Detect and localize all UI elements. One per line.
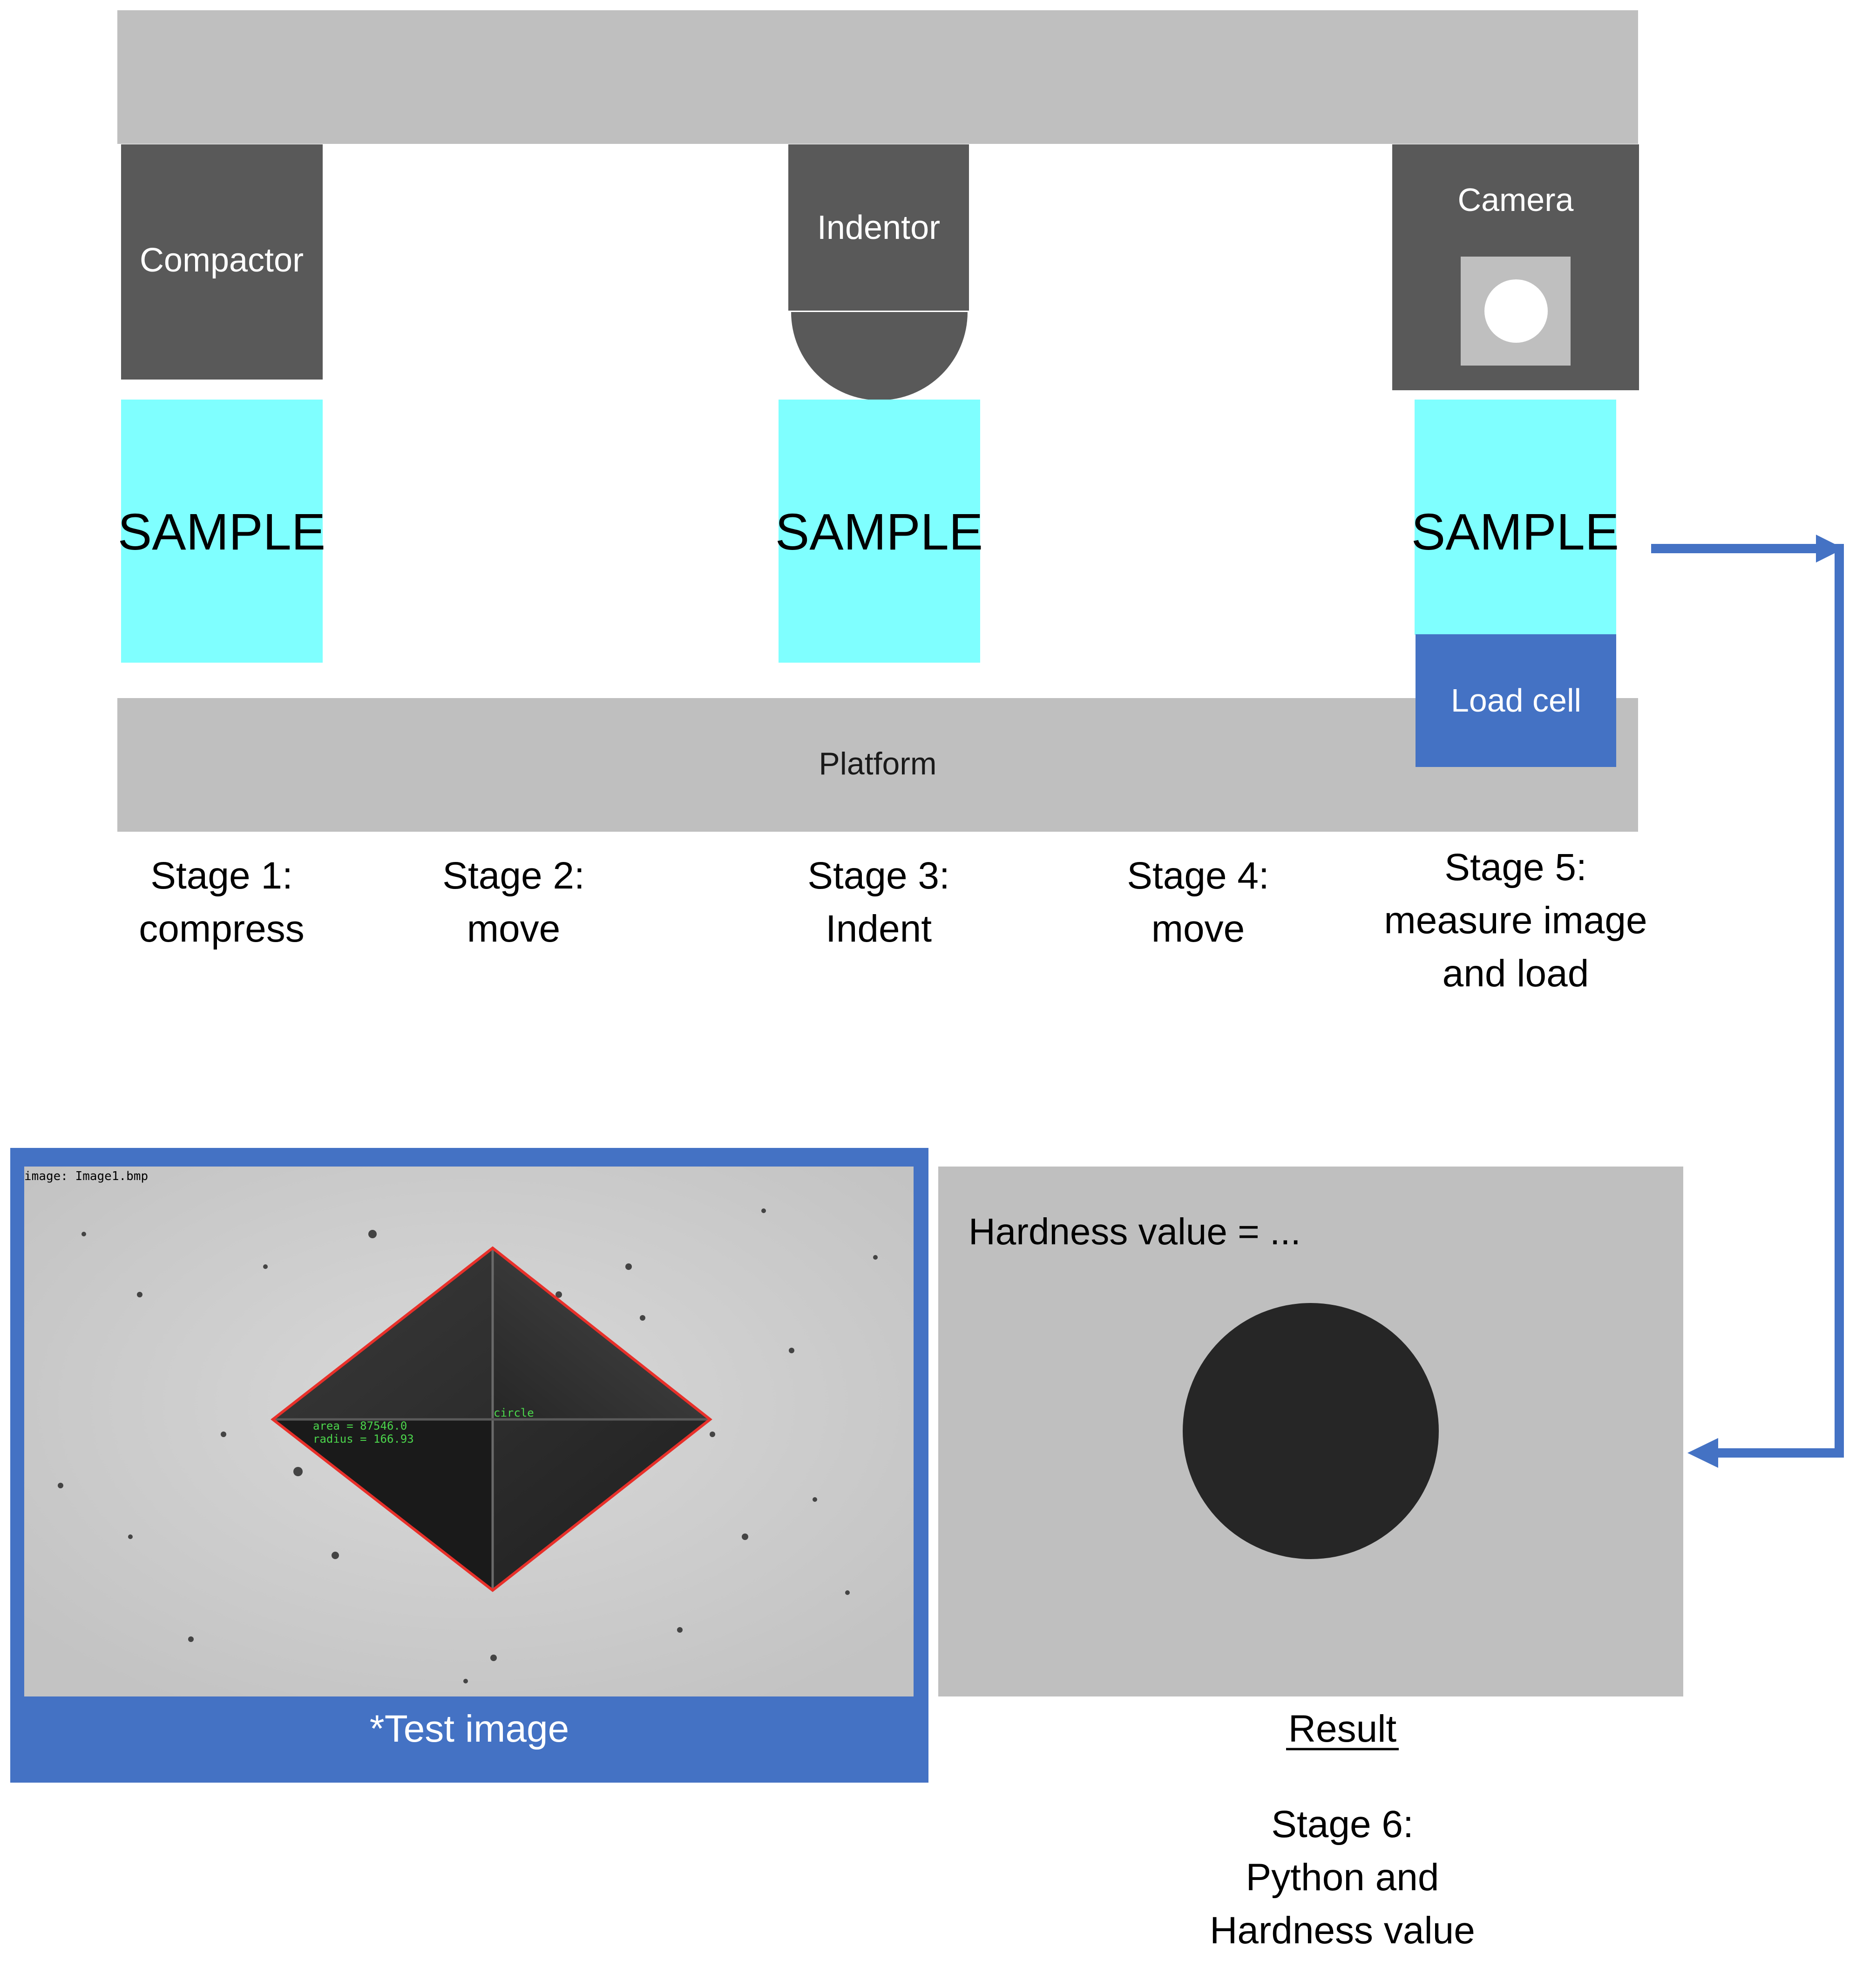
stage-2-line-2: move: [467, 908, 561, 950]
stage-4-line-2: move: [1152, 908, 1245, 950]
compactor-label: Compactor: [140, 242, 304, 279]
sample-3: [1415, 400, 1616, 635]
indent-contour: [271, 1246, 712, 1592]
stage-6-line-3: Hardness value: [1210, 1909, 1475, 1952]
test-image-caption: *Test image: [370, 1708, 569, 1750]
stage-5-line-3: and load: [1443, 952, 1589, 995]
flow-arrow-line: [1651, 544, 1844, 1458]
stage-2-label: Stage 2: move: [442, 855, 584, 950]
stage-6-line-2: Python and: [1246, 1856, 1439, 1899]
platform-label: Platform: [819, 746, 936, 781]
stage-4-line-1: Stage 4:: [1127, 855, 1269, 897]
flow-arrow: [1651, 535, 1844, 1468]
stage-1-line-1: Stage 1:: [150, 855, 292, 897]
indentor-tip: [791, 312, 968, 400]
stage-3-line-1: Stage 3:: [807, 855, 949, 897]
camera-lens-icon: [1484, 279, 1548, 343]
stage-4-label: Stage 4: move: [1127, 855, 1269, 950]
hardness-value-text: Hardness value = ...: [969, 1211, 1301, 1252]
arrow-head-right-icon: [1816, 535, 1844, 563]
stage-5-label: Stage 5: measure image and load: [1384, 846, 1647, 995]
stage-3-line-2: Indent: [826, 908, 932, 950]
stage-5-line-1: Stage 5:: [1444, 846, 1586, 889]
load-cell-label: Load cell: [1451, 682, 1581, 719]
result-caption: Result: [1288, 1708, 1397, 1750]
test-image-header: image: Image1.bmp: [24, 1169, 148, 1183]
stage-6-label: Stage 6: Python and Hardness value: [1210, 1803, 1475, 1952]
overlay-area-text: area = 87546.0: [313, 1419, 407, 1432]
stage-1-line-2: compress: [139, 908, 304, 950]
stage-5-line-2: measure image: [1384, 899, 1647, 942]
sample-1: [121, 400, 323, 663]
arrow-head-left-icon: [1687, 1438, 1718, 1468]
sample-2: [779, 400, 980, 663]
stage-6-line-1: Stage 6:: [1271, 1803, 1413, 1846]
sample-3-label: SAMPLE: [1411, 503, 1619, 561]
stage-1-label: Stage 1: compress: [139, 855, 304, 950]
test-image-speckles: [58, 1208, 878, 1683]
compactor: [121, 144, 323, 380]
camera-label: Camera: [1458, 182, 1574, 218]
indentor-label: Indentor: [817, 209, 940, 246]
overlay-circle-label: circle: [494, 1406, 534, 1419]
result-indicator: [1183, 1303, 1439, 1559]
platform: [117, 698, 1638, 832]
load-cell: [1416, 634, 1616, 767]
indent-diamond: [271, 1246, 712, 1592]
stage-3-label: Stage 3: Indent: [807, 855, 949, 950]
top-beam: [117, 10, 1638, 144]
sample-2-label: SAMPLE: [775, 503, 983, 561]
indentor: [788, 144, 969, 311]
overlay-radius-text: radius = 166.93: [313, 1432, 414, 1445]
stage-2-line-1: Stage 2:: [442, 855, 584, 897]
sample-1-label: SAMPLE: [118, 503, 325, 561]
